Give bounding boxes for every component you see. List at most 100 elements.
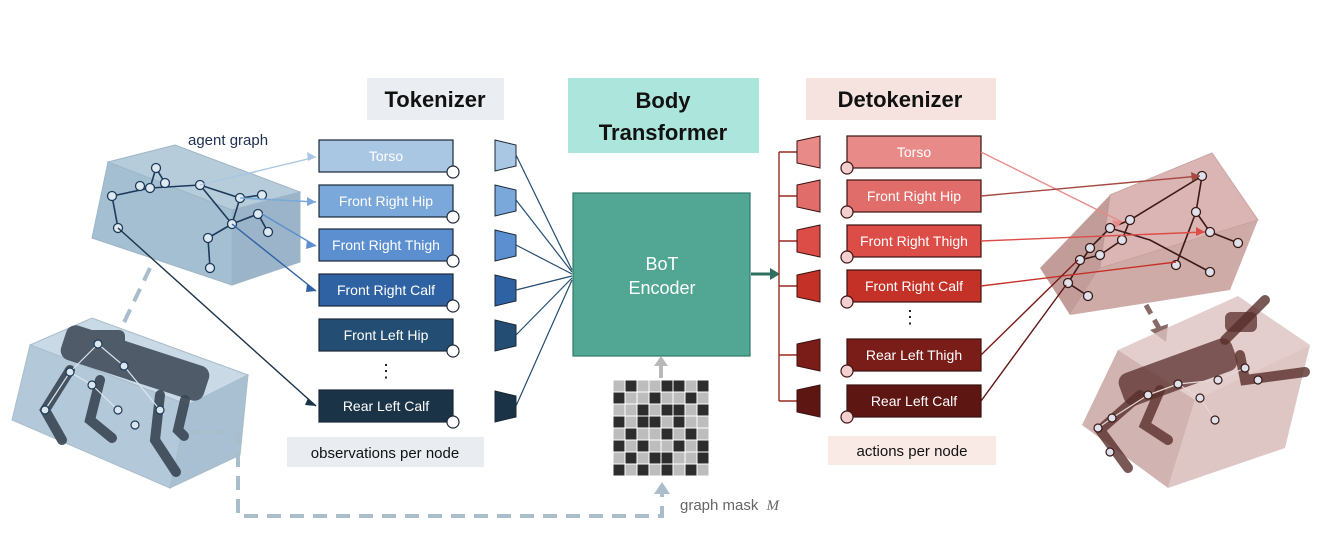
mask-cell bbox=[684, 403, 698, 417]
tokenizer-title: Tokenizer bbox=[384, 87, 486, 112]
tokenizer-node-front-right-calf: Front Right Calf bbox=[318, 273, 454, 307]
tokenizer-ellipsis: ⋮ bbox=[377, 361, 395, 381]
mask-cell bbox=[624, 379, 638, 393]
tokenizer-node-label: Front Right Calf bbox=[337, 282, 435, 298]
mask-cell bbox=[684, 391, 698, 405]
tokenizer-node-label: Rear Left Calf bbox=[343, 398, 429, 414]
mask-cell bbox=[672, 439, 686, 453]
mask-cell bbox=[648, 463, 662, 477]
transformer-header bbox=[568, 78, 759, 153]
tokenizer-node-label: Front Right Hip bbox=[339, 193, 433, 209]
detokenizer-block: Detokenizer Torso Front Right Hip bbox=[778, 78, 996, 465]
tokenizer-node-rear-left-calf: Rear Left Calf bbox=[318, 389, 454, 423]
detokenizer-ellipsis: ⋮ bbox=[901, 307, 919, 327]
mask-cell bbox=[636, 439, 650, 453]
detokenizer-caption-bg bbox=[828, 436, 996, 465]
mask-cell bbox=[696, 463, 710, 477]
detokenizer-header bbox=[806, 78, 996, 120]
tokenizer-header bbox=[367, 78, 504, 120]
mask-cell bbox=[672, 451, 686, 465]
left-agent-graph: agent graph bbox=[91, 132, 302, 336]
detokenizer-node-torso: Torso bbox=[846, 135, 982, 169]
detokenizer-node-label: Front Right Hip bbox=[867, 188, 961, 204]
mask-cell bbox=[636, 463, 650, 477]
right-agent-graph bbox=[1040, 152, 1259, 342]
mask-cell bbox=[612, 391, 626, 405]
tokenizer-node-label: Torso bbox=[369, 148, 403, 164]
transformer-title-line2: Transformer bbox=[599, 120, 728, 145]
mask-cell bbox=[684, 439, 698, 453]
mask-cell bbox=[660, 415, 674, 429]
mask-cell bbox=[636, 379, 650, 393]
tokenizer-node-label: Front Right Thigh bbox=[332, 237, 440, 253]
mask-cell bbox=[612, 427, 626, 441]
detokenizer-node-label: Torso bbox=[897, 144, 931, 160]
tokenizer-node-front-right-thigh: Front Right Thigh bbox=[318, 228, 454, 262]
transformer-block: Body Transformer BoT Encoder graph mask … bbox=[568, 78, 781, 514]
mask-cell bbox=[660, 391, 674, 405]
mask-cell bbox=[612, 379, 626, 393]
mask-cell bbox=[636, 403, 650, 417]
mask-cell bbox=[648, 451, 662, 465]
mask-cell bbox=[696, 415, 710, 429]
mask-cell bbox=[612, 463, 626, 477]
mask-cell bbox=[636, 391, 650, 405]
encoder-label-line1: BoT bbox=[645, 254, 678, 274]
graph-mask-label: graph mask M bbox=[680, 497, 781, 514]
mask-cell bbox=[612, 439, 626, 453]
detokenizer-node-label: Front Right Calf bbox=[865, 278, 963, 294]
detokenizer-node-rear-left-calf: Rear Left Calf bbox=[846, 384, 982, 418]
mask-cell bbox=[684, 427, 698, 441]
mask-cell bbox=[684, 463, 698, 477]
detokenizer-node-label: Rear Left Thigh bbox=[866, 347, 962, 363]
left-robot bbox=[11, 317, 670, 518]
mask-cell bbox=[624, 451, 638, 465]
mask-cell bbox=[660, 463, 674, 477]
mask-cell bbox=[636, 451, 650, 465]
tokenizer-node-front-left-hip: Front Left Hip bbox=[318, 318, 454, 352]
tokenizer-node-front-right-hip: Front Right Hip bbox=[318, 184, 454, 218]
mask-cell bbox=[648, 391, 662, 405]
mask-cell bbox=[648, 439, 662, 453]
mask-cell bbox=[672, 463, 686, 477]
agent-graph-label: agent graph bbox=[188, 132, 268, 149]
mask-cell bbox=[696, 403, 710, 417]
mask-cell bbox=[636, 415, 650, 429]
mask-cell bbox=[624, 391, 638, 405]
mask-cell bbox=[684, 415, 698, 429]
right-robot bbox=[1082, 295, 1310, 488]
detokenizer-node-front-right-hip: Front Right Hip bbox=[846, 179, 982, 213]
detokenizer-caption: actions per node bbox=[857, 443, 968, 460]
mask-cell bbox=[696, 451, 710, 465]
mask-cell bbox=[660, 403, 674, 417]
mask-cell bbox=[624, 427, 638, 441]
mask-cell bbox=[672, 391, 686, 405]
mask-cell bbox=[612, 403, 626, 417]
mask-cell bbox=[612, 415, 626, 429]
mask-cell bbox=[648, 427, 662, 441]
mask-cell bbox=[624, 463, 638, 477]
mask-cell bbox=[660, 451, 674, 465]
mask-cell bbox=[660, 379, 674, 393]
detokenizer-title: Detokenizer bbox=[838, 87, 963, 112]
mask-cell bbox=[684, 379, 698, 393]
detokenizer-node-front-right-thigh: Front Right Thigh bbox=[846, 224, 982, 258]
mask-cell bbox=[624, 403, 638, 417]
mask-cell bbox=[672, 427, 686, 441]
token-to-encoder-lines bbox=[515, 154, 573, 407]
mask-cell bbox=[648, 379, 662, 393]
mask-cell bbox=[672, 403, 686, 417]
tokenizer-caption-bg bbox=[287, 437, 484, 467]
detokenizer-node-label: Front Right Thigh bbox=[860, 233, 968, 249]
detoken-to-graph-arrows bbox=[980, 151, 1206, 402]
mask-cell bbox=[696, 391, 710, 405]
tokenizer-node-label: Front Left Hip bbox=[344, 327, 429, 343]
mask-cell bbox=[612, 451, 626, 465]
detokenizer-node-rear-left-thigh: Rear Left Thigh bbox=[846, 338, 982, 372]
mask-cell bbox=[696, 379, 710, 393]
mask-cell bbox=[672, 379, 686, 393]
graph-mask-grid bbox=[612, 379, 710, 477]
mask-cell bbox=[660, 427, 674, 441]
